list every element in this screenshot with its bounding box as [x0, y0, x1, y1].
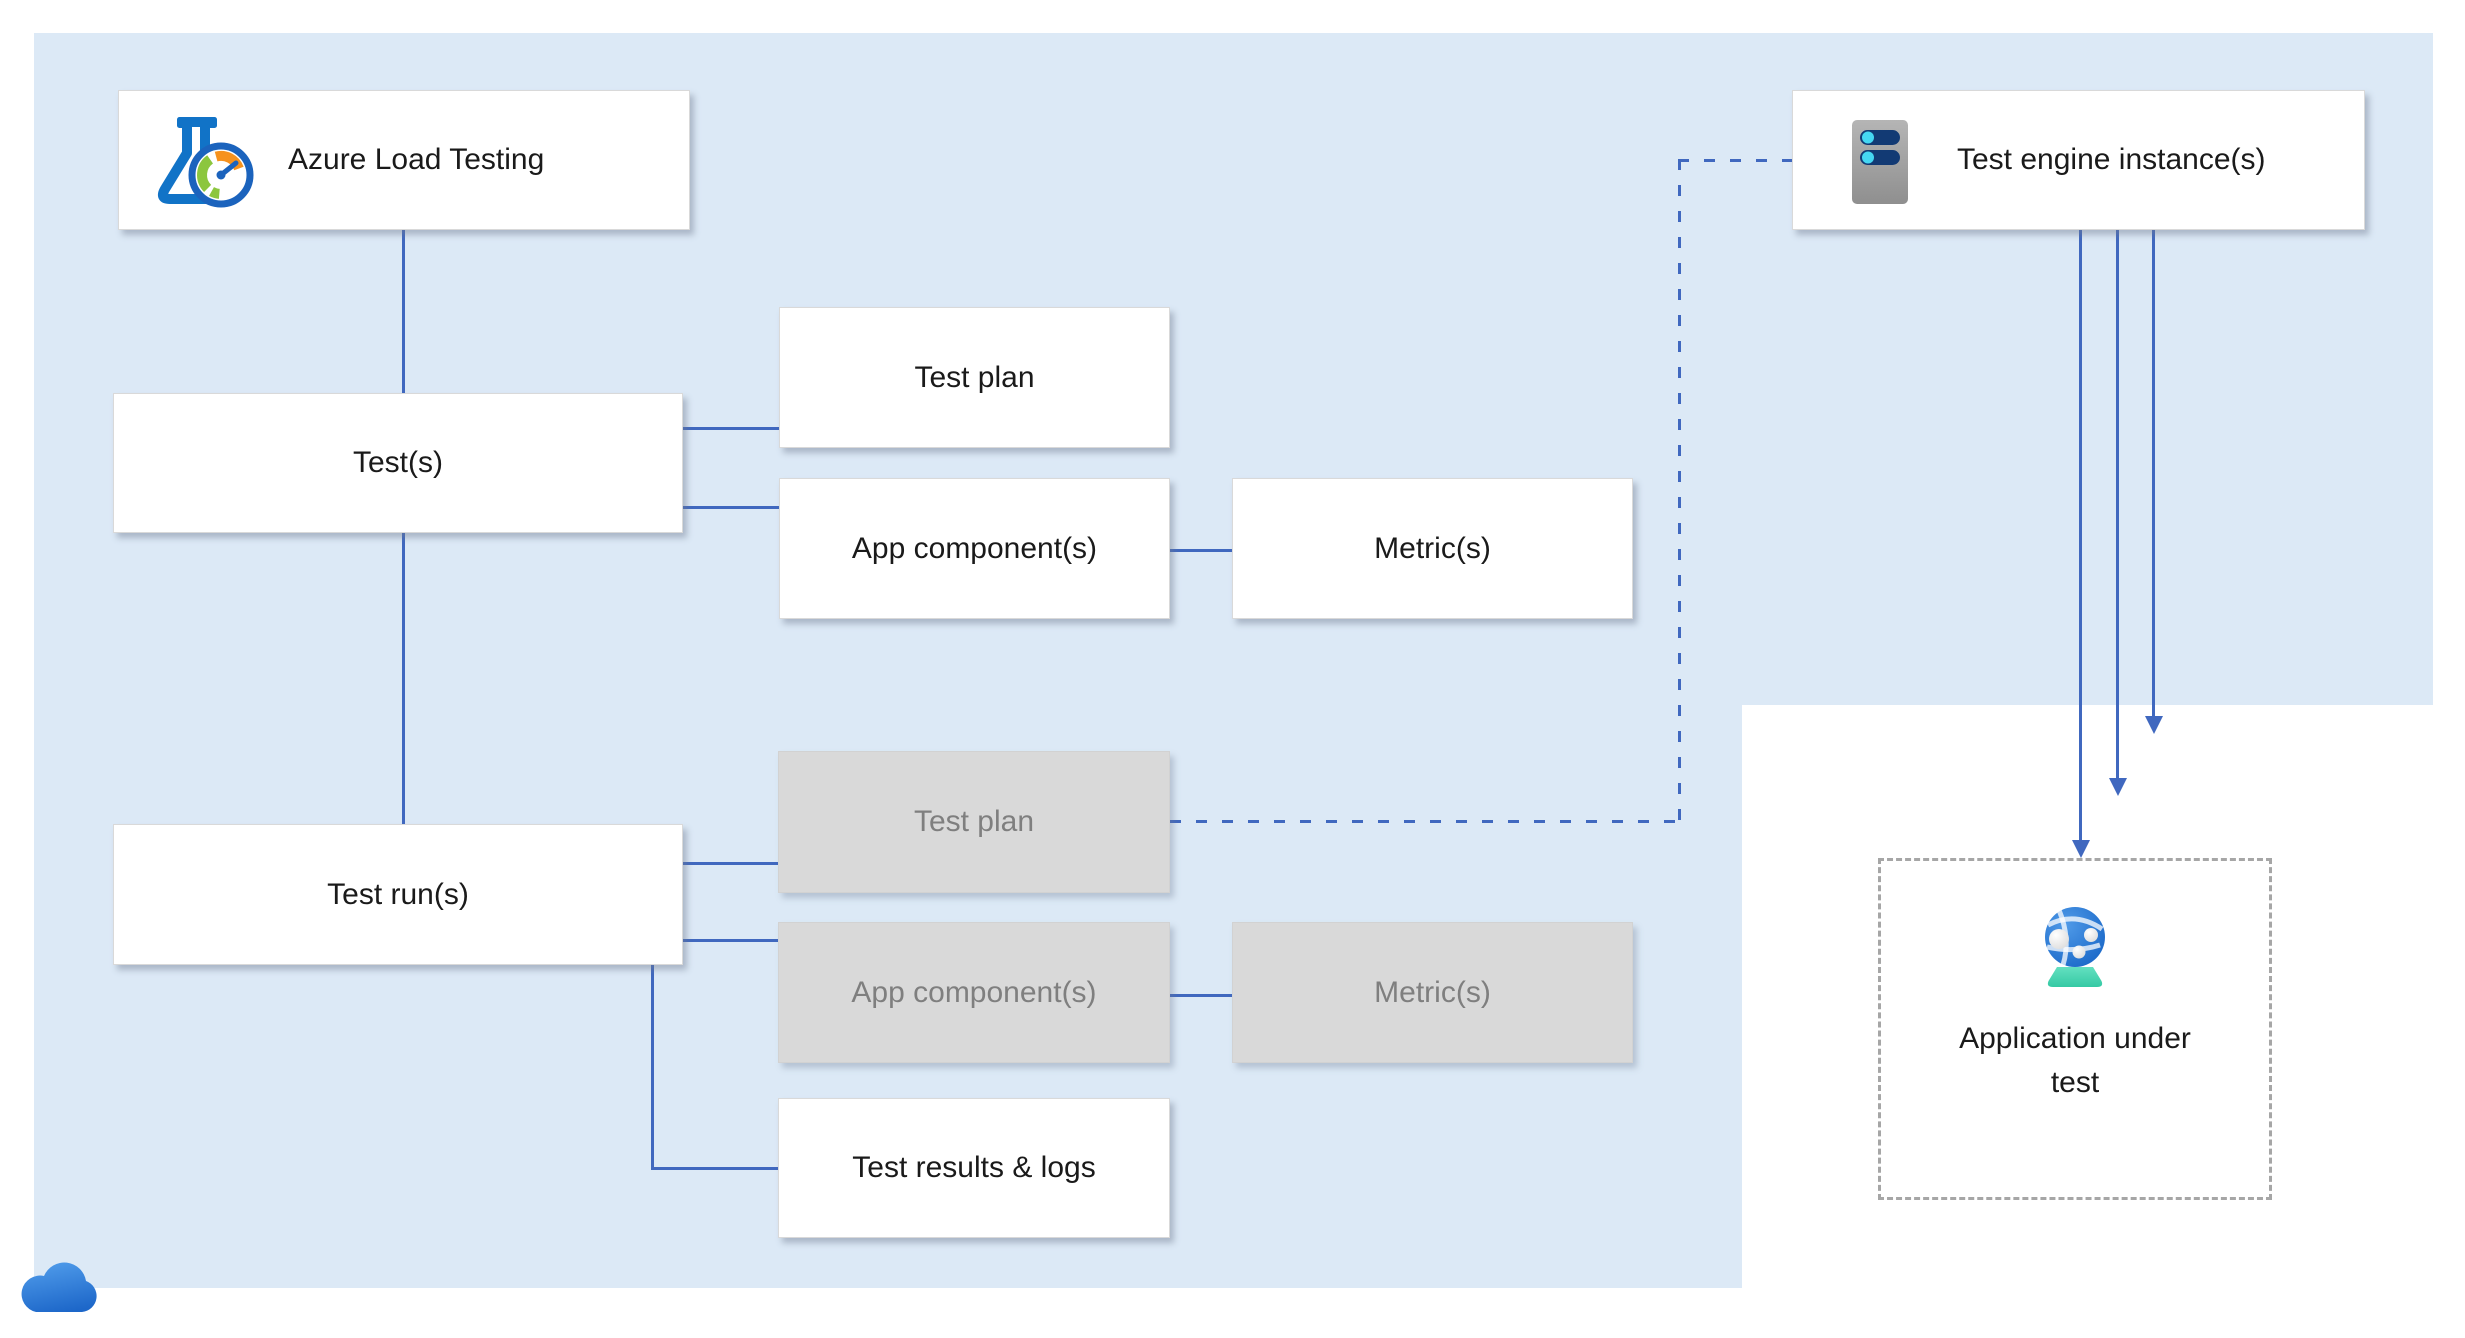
node-label: Application under test	[1959, 1022, 2191, 1099]
connector-tests-to-appcomponents	[683, 506, 779, 509]
node-test-runs: Test run(s)	[113, 824, 683, 965]
cloud-icon	[21, 1262, 97, 1312]
connector-testruns-to-run-appcomponents	[683, 939, 778, 942]
connector-testruns-to-run-testplan	[683, 862, 778, 865]
node-run-metrics: Metric(s)	[1232, 922, 1633, 1063]
node-label: Test plan	[913, 805, 1035, 838]
app-service-globe-icon	[2045, 907, 2105, 987]
connector-run-appcomponents-to-run-metrics	[1170, 994, 1232, 997]
node-run-test-plan: Test plan	[778, 751, 1170, 893]
node-azure-load-testing: Azure Load Testing	[118, 90, 690, 230]
arrowhead-1	[2072, 840, 2090, 858]
arrow-engine-to-application-3	[2152, 230, 2155, 716]
node-run-app-components: App component(s)	[778, 922, 1170, 1063]
arrow-engine-to-application-1	[2079, 230, 2082, 840]
connector-alt-to-tests	[402, 230, 405, 393]
node-tests: Test(s)	[113, 393, 683, 533]
dashed-connector-testplan-horizontal	[1170, 820, 1680, 823]
connector-testruns-to-results	[651, 1167, 778, 1170]
node-app-components: App component(s)	[779, 478, 1170, 619]
node-test-results-logs: Test results & logs	[778, 1098, 1170, 1238]
node-label: App component(s)	[851, 975, 1097, 1009]
connector-appcomponents-to-metrics	[1170, 549, 1232, 552]
server-icon	[1852, 120, 1908, 204]
node-label: Test run(s)	[327, 877, 469, 911]
dashed-connector-to-engine	[1678, 159, 1792, 162]
load-testing-flask-gauge-icon	[157, 117, 254, 208]
node-label: Test results & logs	[852, 1151, 1096, 1184]
node-label: Metric(s)	[1374, 531, 1491, 565]
node-label: Metric(s)	[1374, 975, 1491, 1009]
node-label: App component(s)	[851, 531, 1098, 565]
arrowhead-3	[2145, 716, 2163, 734]
node-application-under-test: Application under test	[1878, 858, 2272, 1200]
node-metrics: Metric(s)	[1232, 478, 1633, 619]
node-label: Test plan	[914, 360, 1035, 394]
node-label: Azure Load Testing	[288, 143, 545, 176]
dashed-connector-vertical	[1678, 159, 1681, 823]
arrow-engine-to-application-2	[2116, 230, 2119, 778]
connector-testruns-down	[651, 965, 654, 1170]
arrowhead-2	[2109, 778, 2127, 796]
connector-tests-to-testruns	[402, 533, 405, 824]
node-label: Test engine instance(s)	[1957, 143, 2266, 176]
node-test-engine-instances: Test engine instance(s)	[1792, 90, 2365, 230]
node-test-plan: Test plan	[779, 307, 1170, 448]
node-label: Test(s)	[353, 446, 443, 479]
connector-tests-to-testplan	[683, 427, 779, 430]
